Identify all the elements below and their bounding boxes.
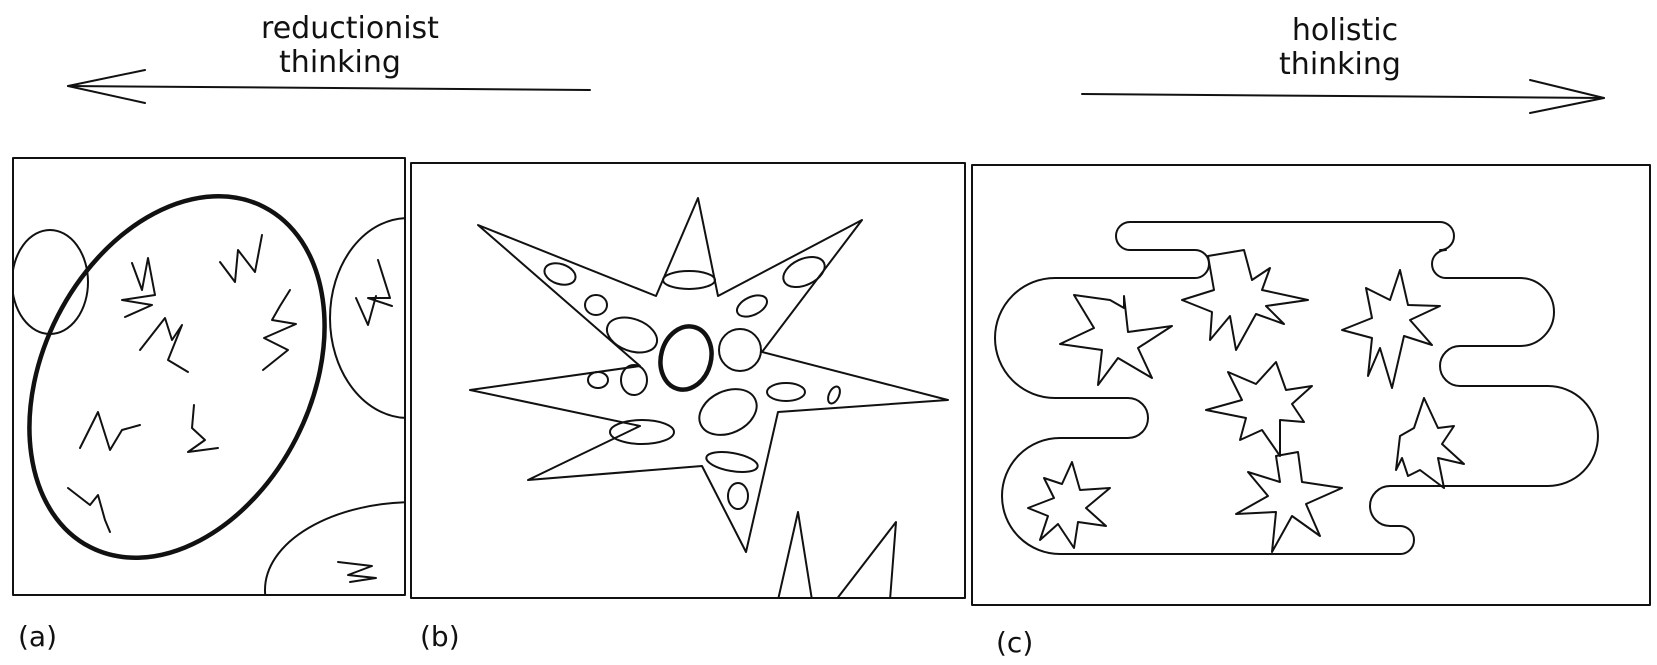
reductionist-heading-line1: reductionist (261, 11, 439, 46)
star-organism-c6 (1028, 462, 1110, 548)
panel-c-caption: (c) (996, 626, 1033, 659)
star-organism-c5 (1396, 398, 1464, 488)
holistic-heading: holistic thinking (1279, 13, 1401, 82)
star-organism-c7 (1236, 452, 1342, 552)
star-organisms (1028, 250, 1464, 552)
reductionist-heading: reductionist thinking (261, 11, 439, 80)
panel-b (411, 163, 965, 600)
holistic-heading-line1: holistic (1292, 13, 1398, 48)
panel-a (0, 146, 565, 661)
isolated-cell-outline (0, 146, 383, 608)
panel-c-frame (972, 165, 1650, 605)
star-organism-c4 (1206, 362, 1312, 456)
star-organism-c2 (1182, 250, 1308, 350)
panel-c (972, 165, 1650, 605)
reductionist-heading-line2: thinking (279, 45, 401, 80)
zigzag-parts (68, 235, 392, 582)
star-organism-c1 (1060, 295, 1172, 385)
panel-b-frame (411, 163, 965, 598)
organelles (542, 251, 843, 509)
star-organism (470, 198, 948, 552)
panel-b-caption: (b) (420, 620, 460, 653)
panel-a-frame (13, 158, 405, 595)
neighbor-spikes (778, 512, 896, 600)
panel-a-caption: (a) (18, 620, 57, 653)
partial-cell-right (330, 218, 486, 418)
star-organism-c3 (1342, 270, 1440, 388)
holistic-heading-line2: thinking (1279, 47, 1401, 82)
right-arrow (1082, 80, 1604, 113)
partial-cell-bottom (265, 502, 565, 661)
